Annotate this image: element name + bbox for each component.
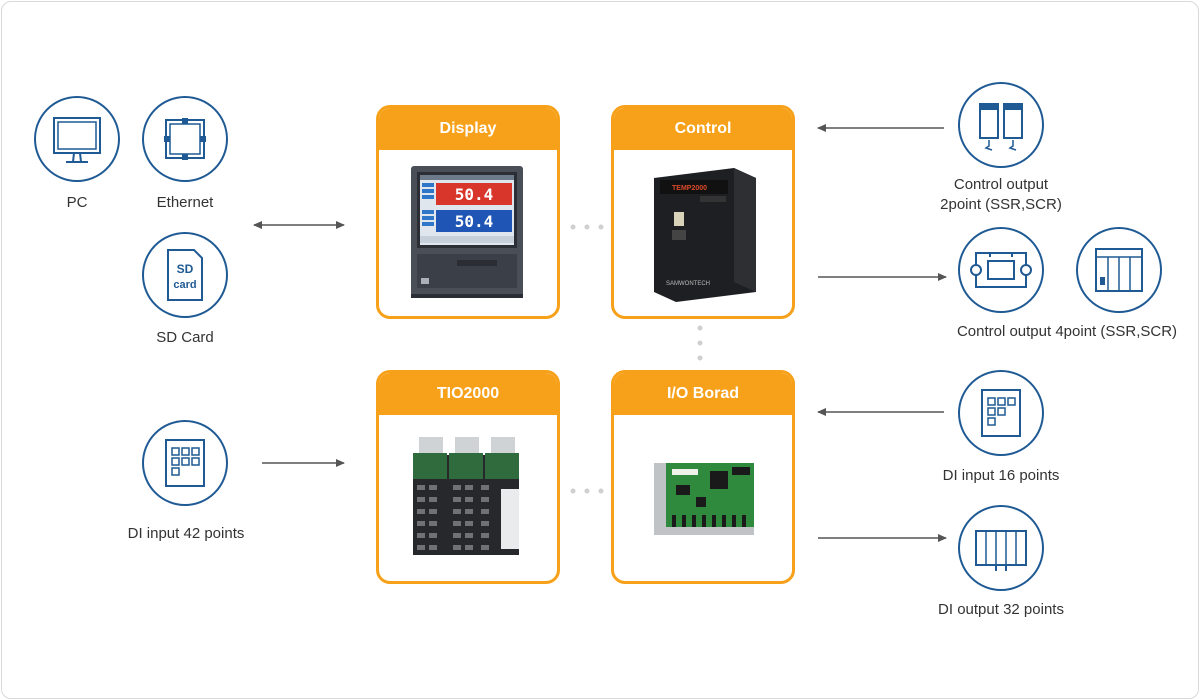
io-board-image bbox=[654, 463, 754, 535]
control-output-4-ssr-icon-circle bbox=[958, 227, 1044, 313]
scr-unit-icon bbox=[1095, 248, 1143, 292]
display-card: Display 50.4 50.4 bbox=[376, 105, 560, 319]
monitor-icon bbox=[53, 117, 101, 163]
control-output-4-label: Control output 4point (SSR,SCR) bbox=[956, 323, 1178, 340]
pc-label: PC bbox=[66, 194, 88, 211]
ssr-modules-icon bbox=[979, 103, 1023, 151]
svg-text:TEMP2000: TEMP2000 bbox=[672, 185, 707, 192]
di-output-terminal-icon bbox=[975, 530, 1027, 571]
tio2000-card: TIO2000 bbox=[376, 370, 560, 584]
display-card-title: Display bbox=[379, 108, 557, 150]
io-board-card: I/O Borad bbox=[611, 370, 795, 584]
svg-text:SAMWONTECH: SAMWONTECH bbox=[666, 281, 710, 287]
control-output-4-scr-icon-circle bbox=[1076, 227, 1162, 313]
di-output-32-label: DI output 32 points bbox=[938, 601, 1064, 618]
pc-icon-circle bbox=[34, 96, 120, 182]
sd-card-label: SD Card bbox=[156, 329, 214, 346]
di-input-16-icon-circle bbox=[958, 370, 1044, 456]
svg-text:SD: SD bbox=[177, 262, 194, 276]
control-card-title: Control bbox=[614, 108, 792, 150]
di-grid-icon bbox=[981, 389, 1021, 437]
sd-card-icon-circle: SD card bbox=[142, 232, 228, 318]
ssr-relay-icon bbox=[970, 252, 1032, 288]
di-input-42-icon-circle bbox=[142, 420, 228, 506]
di-input-42-label: DI input 42 points bbox=[127, 525, 245, 542]
di-input-16-label: DI input 16 points bbox=[942, 467, 1060, 484]
control-output-2-label-line1: Control output bbox=[953, 176, 1049, 193]
di-grid-icon bbox=[165, 439, 205, 487]
tio2000-card-title: TIO2000 bbox=[379, 373, 557, 415]
display-device-image: 50.4 50.4 bbox=[411, 166, 523, 298]
ethernet-label: Ethernet bbox=[156, 194, 214, 211]
ethernet-icon-circle bbox=[142, 96, 228, 182]
di-output-32-icon-circle bbox=[958, 505, 1044, 591]
svg-text:50.4: 50.4 bbox=[455, 185, 494, 204]
sd-card-icon: SD card bbox=[167, 249, 203, 301]
control-output-2-label-line2: 2point (SSR,SCR) bbox=[940, 196, 1062, 213]
control-module-image: TEMP2000 SAMWONTECH bbox=[654, 168, 756, 302]
io-board-card-title: I/O Borad bbox=[614, 373, 792, 415]
svg-text:50.4: 50.4 bbox=[455, 212, 494, 231]
tio2000-module-image bbox=[413, 437, 519, 555]
control-card: Control TEMP2000 SAMWONTECH bbox=[611, 105, 795, 319]
svg-text:card: card bbox=[173, 279, 196, 291]
ethernet-port-icon bbox=[164, 118, 206, 160]
control-output-2-icon-circle bbox=[958, 82, 1044, 168]
